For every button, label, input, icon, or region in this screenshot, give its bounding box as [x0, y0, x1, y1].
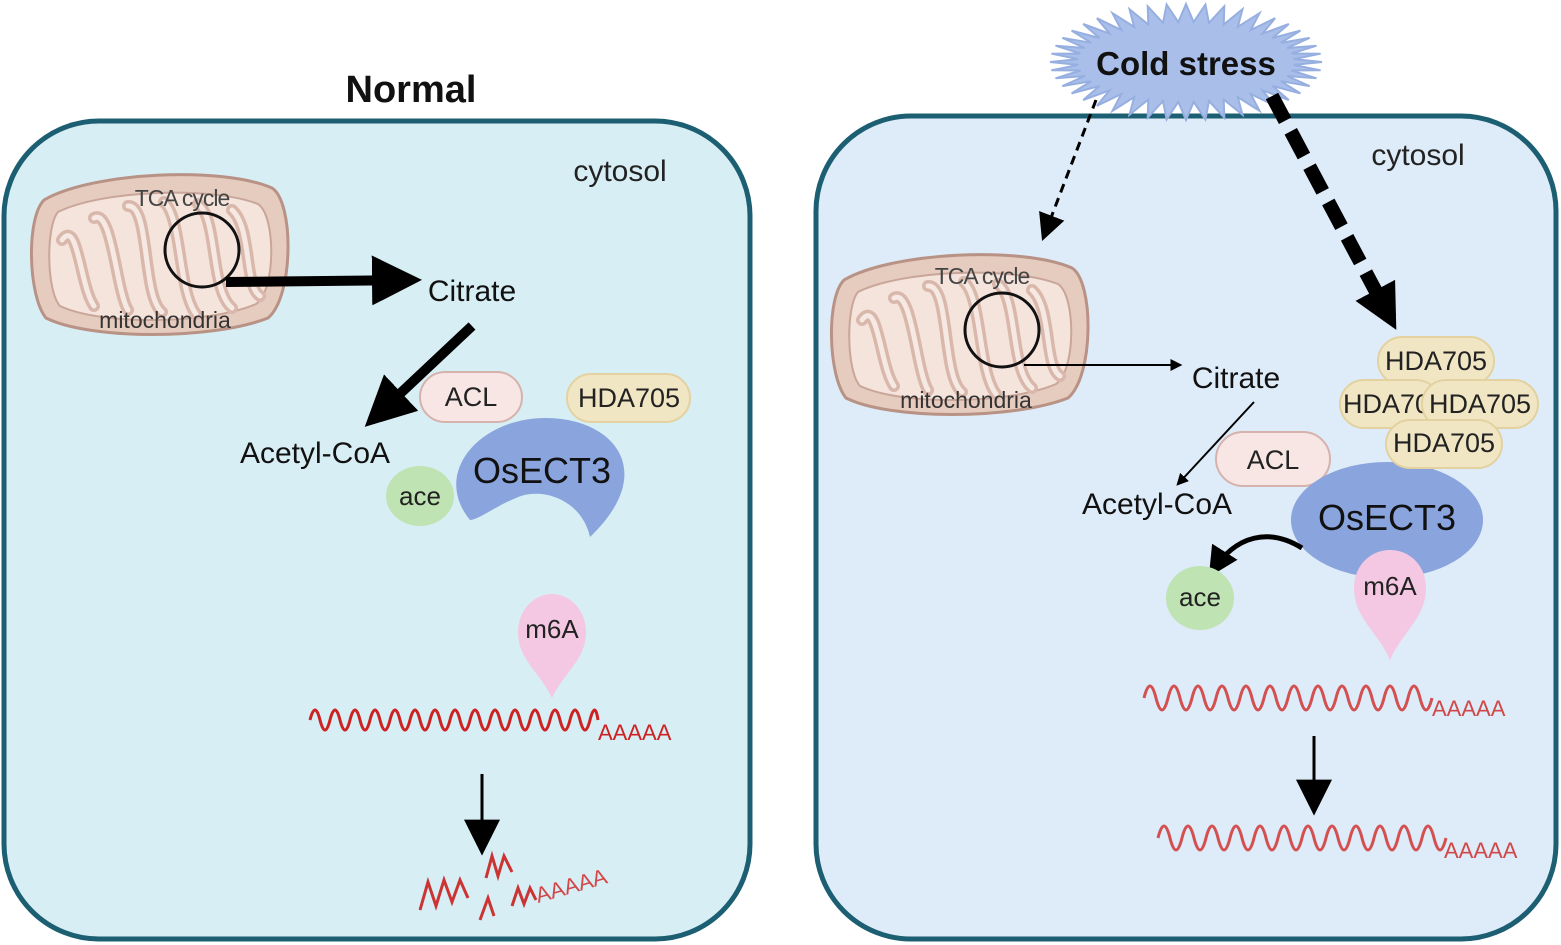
polya-tail: AAAAA: [1432, 696, 1506, 721]
citrate-to-acetylcoa-arrow: [364, 322, 476, 427]
acetyl-release-arrow: [1208, 534, 1304, 578]
ace-molecule: [1166, 566, 1234, 630]
m6a-label: m6A: [525, 614, 579, 644]
mrna-transcript: [308, 708, 600, 732]
mrna-transcript-stable: [1156, 824, 1448, 852]
hda705-protein: [1385, 419, 1503, 469]
m6a-mark: [518, 594, 586, 698]
right-panel: Cold stress cytosol TCA cycle mitochondr…: [813, 1, 1559, 942]
acl-protein: [419, 371, 523, 423]
osect3-label: OsECT3: [1318, 497, 1456, 538]
hda705-protein: [566, 373, 691, 423]
hda705-label: HDA705: [1393, 428, 1495, 458]
tca-cycle-label: TCA cycle: [935, 263, 1030, 289]
tca-cycle-label: TCA cycle: [135, 185, 230, 211]
mrna-fragment: [484, 850, 514, 882]
mrna-fragment: [510, 883, 538, 909]
citrate-export-arrow: [225, 255, 422, 306]
panel-title-normal: Normal: [346, 69, 477, 111]
m6a-mark: [1354, 550, 1426, 660]
cytosol-label: cytosol: [573, 155, 666, 188]
left-panel: Normal cytosol TCA cycle mitochondria Ci…: [1, 69, 753, 942]
tca-cycle-circle: [963, 291, 1041, 369]
osect3-protein: [456, 418, 625, 537]
hda705-label-partial: HDA70: [1343, 389, 1430, 419]
hda705-label: HDA705: [1385, 346, 1487, 376]
citrate-label: Citrate: [1192, 362, 1280, 395]
mitochondria-label: mitochondria: [99, 307, 231, 333]
hda705-label: HDA705: [578, 383, 680, 413]
acl-label: ACL: [1247, 445, 1300, 475]
ace-label: ace: [1179, 582, 1221, 612]
stress-to-hda705-arrow: [1265, 92, 1397, 330]
mrna-transcript: [1142, 684, 1434, 712]
osect3-label: OsECT3: [473, 450, 611, 491]
osect3-protein: [1291, 462, 1483, 578]
citrate-label: Citrate: [428, 275, 516, 308]
mitochondria-label: mitochondria: [900, 387, 1032, 413]
mrna-fragment: [418, 875, 470, 911]
acl-label: ACL: [445, 382, 498, 412]
cytosol-label: cytosol: [1371, 139, 1464, 172]
ace-label: ace: [399, 481, 441, 511]
cold-stress-label: Cold stress: [1096, 45, 1276, 82]
acetyl-coa-label: Acetyl-CoA: [1082, 488, 1232, 521]
hda705-label: HDA705: [1429, 389, 1531, 419]
mrna-fragment: [478, 893, 496, 921]
polya-tail: AAAAA: [1444, 838, 1518, 863]
acl-protein: [1215, 431, 1331, 487]
stress-to-mitochondria-arrow: [1039, 99, 1098, 242]
m6a-label: m6A: [1363, 571, 1417, 601]
cold-stress-burst: [1049, 1, 1323, 123]
polya-tail: AAAAA: [598, 720, 672, 745]
ace-molecule: [386, 466, 454, 526]
acetyl-coa-label: Acetyl-CoA: [240, 437, 390, 470]
tca-cycle-circle: [163, 211, 241, 289]
citrate-to-acetylcoa-arrow: [1176, 401, 1255, 486]
